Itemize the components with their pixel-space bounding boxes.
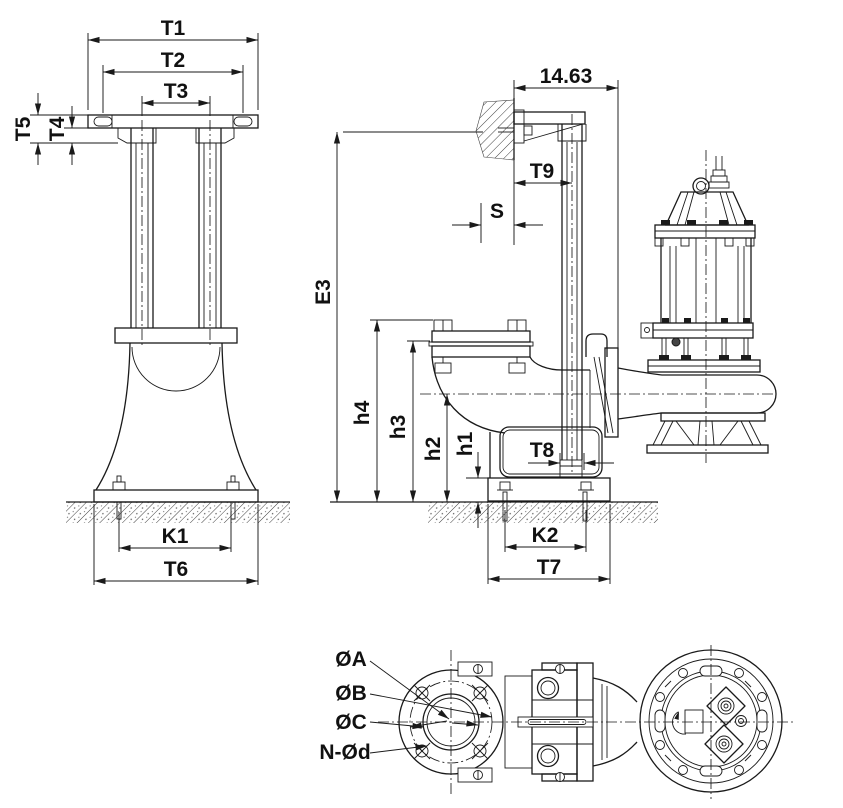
dim-label-t6: T6 — [164, 558, 189, 581]
dim-label-t2: T2 — [161, 49, 186, 72]
dim-label-k1: K1 — [162, 525, 189, 548]
cable-gland — [712, 169, 726, 177]
dim-label-h2: h2 — [422, 437, 445, 462]
wall-anchor-bolt — [523, 125, 533, 136]
pump-plan-view — [639, 645, 783, 799]
cable-gland-top — [706, 686, 746, 726]
front-view: T1 T2 T3 T5 T4 K1 T6 — [12, 17, 290, 585]
install-view-dimensions: 14.63 T9 S E3 h4 h3 h2 h1 T8 — [312, 65, 619, 584]
installation-view: 14.63 T9 S E3 h4 h3 h2 h1 T8 — [312, 65, 777, 584]
dim-label-t9: T9 — [530, 160, 555, 183]
discharge-base-front — [93, 327, 259, 520]
dim-label-h3: h3 — [387, 415, 410, 440]
dim-label-s: S — [490, 200, 504, 223]
rail-bracket-plate — [87, 114, 259, 144]
lifting-eye — [692, 177, 710, 195]
plan-view: ØA ØB ØC N-Ød — [319, 645, 795, 799]
rotation-arrow — [672, 711, 687, 735]
coupling-hook — [585, 333, 608, 357]
oil-plug — [671, 337, 681, 347]
plan-view-labels: ØA ØB ØC N-Ød — [319, 648, 493, 764]
ground-install — [330, 501, 658, 523]
wall-section — [475, 98, 515, 161]
dim-label-n-d: N-Ød — [319, 741, 370, 764]
dim-label-t5: T5 — [12, 116, 35, 141]
upper-rail-bracket — [498, 109, 587, 144]
drain-plug — [735, 715, 747, 727]
flange-bolt-holes — [413, 684, 489, 760]
dim-label-t8: T8 — [530, 439, 555, 462]
elbow-flange-lower — [431, 345, 531, 358]
dim-label-t7: T7 — [537, 556, 562, 579]
anchor-slot-left — [93, 116, 113, 127]
guide-rails-front — [130, 120, 222, 346]
dim-label-phi-a: ØA — [335, 648, 367, 671]
dim-label-phi-c: ØC — [335, 711, 367, 734]
discharge-elbow — [428, 319, 619, 438]
guide-rails-side — [559, 114, 583, 479]
elbow-flange-upper — [431, 330, 531, 343]
anchor-slot-right — [233, 116, 253, 127]
dim-label-t3: T3 — [164, 80, 189, 103]
dim-label-h4: h4 — [351, 400, 374, 425]
dim-label-k2: K2 — [532, 524, 559, 547]
dim-label-wall-offset: 14.63 — [540, 65, 593, 88]
pump-claw-plate — [604, 347, 619, 438]
dim-label-t4: T4 — [46, 116, 69, 141]
cover-bolts — [655, 668, 767, 775]
dim-label-t1: T1 — [161, 17, 186, 40]
rail-bottom-seat — [559, 459, 583, 479]
lifting-lug — [640, 322, 654, 339]
nameplate — [684, 709, 704, 734]
ground-front — [66, 501, 290, 523]
volute — [617, 367, 777, 420]
cable-gland-bottom — [704, 724, 744, 764]
dim-label-h1: h1 — [454, 431, 477, 456]
pump-side-view — [617, 150, 777, 463]
pump-base-ring — [646, 444, 769, 454]
front-view-dimensions: T1 T2 T3 T5 T4 K1 T6 — [12, 17, 259, 585]
dim-label-e3: E3 — [312, 279, 335, 305]
dim-label-phi-b: ØB — [335, 682, 367, 705]
